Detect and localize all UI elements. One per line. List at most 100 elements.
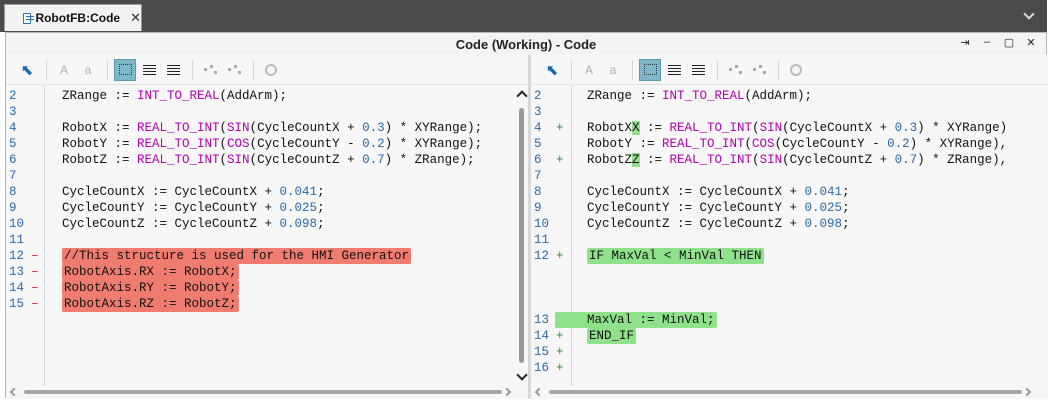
collapse-icon[interactable] — [138, 59, 160, 81]
pin-icon[interactable]: ⇥ — [958, 36, 972, 49]
line-number: 5 — [534, 136, 554, 152]
code-text: CycleCountY := CycleCountY + 0.025; — [587, 200, 850, 216]
toolbar-separator — [571, 60, 572, 80]
maximize-button[interactable]: ▢ — [1002, 36, 1016, 49]
expand-icon[interactable] — [687, 59, 709, 81]
line-number: 7 — [9, 168, 29, 184]
line-number: 9 — [9, 200, 29, 216]
next-diff-icon[interactable] — [748, 59, 770, 81]
added-marker: + — [556, 328, 566, 344]
line-view-icon[interactable] — [114, 59, 136, 81]
removed-marker: – — [31, 264, 41, 280]
code-text: CycleCountX := CycleCountX + 0.041; — [62, 184, 325, 200]
font-smaller-button[interactable]: a — [602, 59, 624, 81]
line-number: 2 — [534, 88, 554, 104]
line-number: 11 — [534, 232, 554, 248]
right-code-pane: ⬉ A a 2ZRange := INT_TO_REAL(AddArm);34+… — [531, 55, 1048, 399]
line-number: 11 — [9, 232, 29, 248]
select-cursor-icon[interactable]: ⬉ — [541, 59, 563, 81]
line-number: 14 — [534, 328, 554, 344]
code-text: RobotZZ := REAL_TO_INT(SIN(CycleCountZ +… — [587, 152, 1007, 168]
tab-close-icon[interactable]: ✕ — [130, 10, 141, 26]
font-larger-button[interactable]: A — [578, 59, 600, 81]
left-toolbar: ⬉ A a — [6, 55, 528, 85]
line-view-icon[interactable] — [639, 59, 661, 81]
next-diff-icon[interactable] — [223, 59, 245, 81]
code-text: //This structure is used for the HMI Gen… — [62, 248, 411, 264]
code-text: RobotX := REAL_TO_INT(SIN(CycleCountX + … — [62, 120, 482, 136]
toolbar-separator — [717, 60, 718, 80]
code-text: CycleCountZ := CycleCountZ + 0.098; — [587, 216, 850, 232]
line-number: 12 — [9, 248, 29, 264]
code-text: CycleCountZ := CycleCountZ + 0.098; — [62, 216, 325, 232]
code-text: ZRange := INT_TO_REAL(AddArm); — [587, 88, 812, 104]
expand-icon[interactable] — [162, 59, 184, 81]
added-marker: + — [556, 120, 566, 136]
close-button[interactable]: ✕ — [1024, 36, 1038, 49]
minimize-button[interactable]: – — [980, 36, 994, 49]
removed-marker: – — [31, 248, 41, 264]
vertical-scrollbar[interactable] — [516, 86, 528, 385]
code-text: RobotZ := REAL_TO_INT(SIN(CycleCountZ + … — [62, 152, 475, 168]
search-icon[interactable] — [785, 59, 807, 81]
line-number: 16 — [534, 360, 554, 376]
toolbar-separator — [107, 60, 108, 80]
code-text: RobotXX := REAL_TO_INT(SIN(CycleCountX +… — [587, 120, 1007, 136]
document-tab-bar: RobotFB:Code ✕ — [0, 0, 1047, 32]
line-number: 8 — [9, 184, 29, 200]
right-toolbar: ⬉ A a — [531, 55, 1048, 85]
toolbar-separator — [46, 60, 47, 80]
code-editor-icon — [23, 13, 31, 24]
font-smaller-button[interactable]: a — [77, 59, 99, 81]
previous-diff-icon[interactable] — [724, 59, 746, 81]
added-marker: + — [556, 248, 566, 264]
toolbar-separator — [192, 60, 193, 80]
gutter-divider — [44, 86, 45, 385]
code-text: CycleCountX := CycleCountX + 0.041; — [587, 184, 850, 200]
toolbar-separator — [632, 60, 633, 80]
toolbar-separator — [253, 60, 254, 80]
select-cursor-icon[interactable]: ⬉ — [16, 59, 38, 81]
code-text: RobotAxis.RZ := RobotZ; — [62, 296, 239, 312]
added-marker: + — [556, 360, 566, 376]
line-number: 15 — [9, 296, 29, 312]
line-number: 13 — [9, 264, 29, 280]
left-code-editor[interactable]: 2ZRange := INT_TO_REAL(AddArm);34RobotX … — [6, 86, 528, 399]
right-code-editor[interactable]: 2ZRange := INT_TO_REAL(AddArm);34+RobotX… — [531, 86, 1048, 399]
gutter-divider — [571, 86, 572, 385]
code-text: END_IF — [587, 328, 636, 344]
line-number: 15 — [534, 344, 554, 360]
line-number: 10 — [9, 216, 29, 232]
left-code-pane: ⬉ A a 2ZRange := INT_TO_REAL(AddArm);34R… — [6, 55, 528, 399]
line-number: 4 — [9, 120, 29, 136]
tab-label: RobotFB:Code — [35, 11, 120, 25]
font-larger-button[interactable]: A — [53, 59, 75, 81]
code-text: MaxVal := MinVal; — [555, 312, 717, 328]
line-number: 4 — [534, 120, 554, 136]
code-text: ZRange := INT_TO_REAL(AddArm); — [62, 88, 287, 104]
line-number: 5 — [9, 136, 29, 152]
search-icon[interactable] — [260, 59, 282, 81]
line-number: 14 — [9, 280, 29, 296]
window-titlebar: Code (Working) - Code ⇥ – ▢ ✕ — [6, 33, 1046, 55]
line-number: 7 — [534, 168, 554, 184]
line-number: 13 — [534, 312, 554, 328]
tab-robotfb-code[interactable]: RobotFB:Code ✕ — [4, 4, 142, 31]
horizontal-scrollbar[interactable] — [6, 385, 528, 399]
horizontal-scrollbar[interactable] — [531, 385, 1048, 399]
compare-window: Code (Working) - Code ⇥ – ▢ ✕ ⬉ A a — [5, 32, 1047, 398]
code-text: RobotY := REAL_TO_INT(COS(CycleCountY - … — [587, 136, 1007, 152]
chevron-down-icon[interactable] — [1023, 8, 1037, 22]
removed-marker: – — [31, 296, 41, 312]
line-number: 2 — [9, 88, 29, 104]
line-number: 6 — [9, 152, 29, 168]
line-number: 6 — [534, 152, 554, 168]
line-number: 8 — [534, 184, 554, 200]
line-number: 10 — [534, 216, 554, 232]
line-number: 9 — [534, 200, 554, 216]
previous-diff-icon[interactable] — [199, 59, 221, 81]
collapse-icon[interactable] — [663, 59, 685, 81]
line-number: 3 — [534, 104, 554, 120]
code-text: CycleCountY := CycleCountY + 0.025; — [62, 200, 325, 216]
window-title: Code (Working) - Code — [6, 37, 1046, 52]
